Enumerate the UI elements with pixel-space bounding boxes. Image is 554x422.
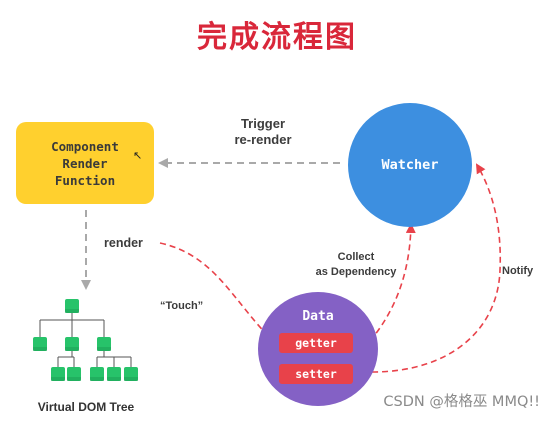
mouse-cursor-icon: ↖: [133, 149, 143, 162]
tree-node-icon: [97, 337, 111, 351]
tree-node-icon: [67, 367, 81, 381]
watcher-label: Watcher: [381, 157, 439, 173]
tree-node-icon: [90, 367, 104, 381]
touch-label: “Touch”: [160, 300, 204, 312]
component-render-function-node: Component Render Function: [16, 122, 154, 204]
tree-node-icon: [51, 367, 65, 381]
notify-label: Notify: [502, 265, 534, 277]
notify-arrow: [371, 163, 502, 373]
touch-arrow: [159, 242, 275, 343]
render-label: render: [104, 236, 143, 250]
component-label-line3: Function: [54, 172, 116, 188]
trigger-label-line1: Trigger: [240, 116, 286, 131]
component-label-line2: Render: [62, 155, 108, 171]
watermark: CSDN @格格巫 MMQ!!: [383, 394, 540, 410]
virtual-dom-tree-label: Virtual DOM Tree: [37, 400, 135, 414]
page-title: 完成流程图: [197, 20, 357, 55]
trigger-label-line2: re-render: [234, 132, 292, 147]
tree-node-icon: [107, 367, 121, 381]
tree-node-icon: [65, 337, 79, 351]
collect-label-line2: as Dependency: [315, 266, 397, 278]
setter-pill: setter: [279, 364, 353, 384]
watcher-node: Watcher: [348, 103, 472, 227]
data-label: Data: [302, 309, 334, 324]
tree-node-icon: [33, 337, 47, 351]
collect-dependency-label: Collect as Dependency: [296, 250, 416, 280]
virtual-dom-tree: [33, 299, 138, 381]
tree-node-icon: [65, 299, 79, 313]
component-label-line1: Component: [51, 138, 119, 154]
collect-label-line1: Collect: [337, 251, 375, 263]
collect-dependency-arrow: [369, 223, 416, 342]
trigger-rerender-label: Trigger re-render: [208, 116, 318, 148]
tree-node-icon: [124, 367, 138, 381]
getter-pill: getter: [279, 333, 353, 353]
